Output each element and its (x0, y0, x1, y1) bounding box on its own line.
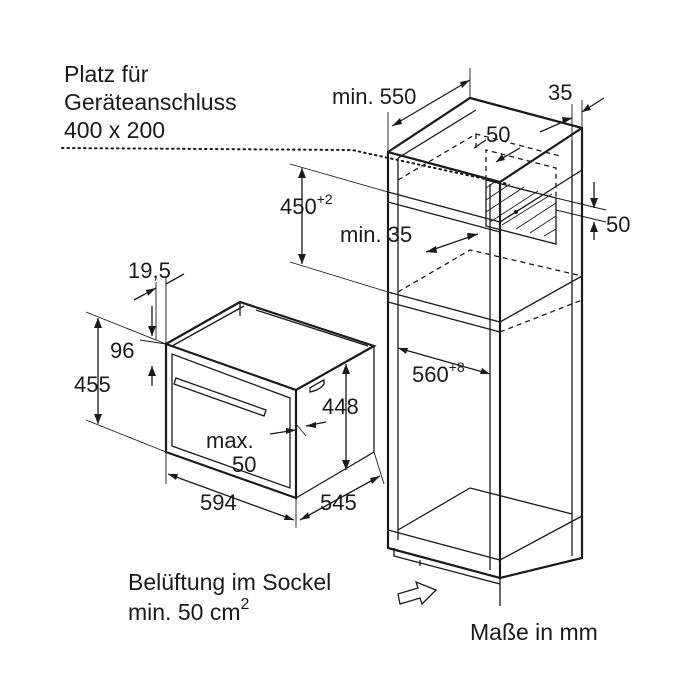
dim-panel-offset-2 (165, 273, 185, 285)
plinth (393, 548, 501, 585)
ventilation-arrow-icon (397, 580, 438, 606)
dim-ext (373, 451, 385, 485)
label-niche-height: 560+8 (412, 359, 465, 387)
dim-arrow (146, 288, 156, 296)
dim-ext (289, 261, 389, 293)
dim-niche-width-line (391, 79, 471, 127)
oven-top-rim (171, 305, 245, 347)
shelf-mid-lower (387, 301, 501, 333)
cabinet-outline (387, 96, 584, 580)
dim-arrow (460, 80, 470, 88)
oven-front-panel (164, 342, 298, 500)
label-opening-height: 450+2 (280, 191, 333, 219)
dim-arrow (582, 104, 591, 112)
ventilation-note-line2: min. 50 cm2 (128, 596, 249, 625)
label-front-height: 455 (74, 372, 111, 397)
dim-arrow (306, 422, 316, 428)
label-max: max. (206, 428, 254, 453)
dim-ext (555, 209, 607, 223)
label-duct-height: 50 (606, 212, 630, 237)
connection-hatch (485, 180, 557, 237)
label-niche-side: 35 (548, 80, 572, 105)
label-top-offset: 96 (110, 338, 134, 363)
ventilation-note-line1: Belüftung im Sockel (128, 569, 331, 595)
dim-arrow (94, 318, 102, 328)
label-front-width: 594 (200, 490, 237, 515)
dim-arrow (392, 118, 402, 126)
shelf-bottom-inner (397, 487, 471, 531)
dim-arrow (94, 414, 102, 424)
connection-dot (514, 210, 518, 214)
cabinet-inner-top (397, 109, 477, 159)
dim-arrow (148, 366, 156, 376)
dim-arrow (370, 476, 380, 484)
label-niche-width: min. 550 (332, 84, 416, 109)
top-hidden-edge (397, 133, 561, 181)
oven (164, 300, 377, 500)
oven-door-window (171, 353, 291, 489)
labels: Platz für Geräteanschluss 400 x 200 min.… (64, 61, 630, 645)
dim-arrow (562, 117, 572, 124)
label-body-height: 448 (322, 394, 359, 419)
label-panel-offset: 19,5 (128, 258, 171, 283)
label-body-depth: 545 (320, 490, 357, 515)
dim-front-width (167, 473, 295, 521)
connection-leader-line (61, 147, 509, 185)
shelf-bottom-back (469, 487, 573, 515)
connection-note-line3: 400 x 200 (64, 117, 165, 143)
dim-ext (85, 311, 167, 345)
dim-duct-depth (473, 139, 487, 149)
dim-arrow (496, 154, 505, 162)
label-duct-depth: 50 (486, 122, 510, 147)
dim-ext (85, 419, 167, 453)
dim-arrow (342, 364, 350, 374)
dim-arrow (148, 326, 156, 336)
dim-niche-height (397, 347, 491, 375)
dim-body-depth (299, 475, 381, 521)
dim-arrow (398, 348, 408, 354)
shelf-top (387, 169, 583, 223)
cabinet-top-edge (499, 127, 583, 183)
dim-arrow (590, 198, 598, 208)
oven-handle (173, 377, 267, 417)
dim-ext (555, 197, 607, 211)
shelf-mid (387, 275, 583, 323)
dim-arrow (284, 514, 294, 520)
connection-note-line1: Platz für (64, 61, 149, 87)
label-max-value: 50 (232, 452, 256, 477)
connection-box-hidden (485, 149, 557, 198)
oven-back-rim (255, 309, 369, 347)
dim-arrow (286, 428, 296, 434)
label-min-gap: min. 35 (340, 222, 412, 247)
shelf-top-lower (387, 201, 501, 233)
units-note: Maße in mm (470, 619, 598, 645)
dim-arrow (426, 246, 437, 253)
oven-top (165, 300, 377, 391)
dim-arrow (480, 368, 490, 374)
shelf-mid-hidden-2 (499, 299, 583, 333)
dim-arrow (298, 254, 306, 264)
dim-arrow (467, 233, 478, 240)
shelf-mid-hidden (397, 249, 583, 293)
dim-ext (289, 163, 389, 193)
cabinet (386, 96, 584, 606)
connection-box-front (485, 179, 557, 245)
dim-arrow (168, 474, 178, 480)
oven-knob (309, 378, 325, 393)
dim-arrow (298, 168, 306, 178)
dim-ext (295, 423, 307, 437)
connection-note-line2: Geräteanschluss (64, 89, 237, 115)
dim-ext (139, 339, 167, 345)
dim-arrow (300, 512, 310, 520)
shelf-bottom (387, 515, 583, 561)
dim-arrow (342, 460, 350, 470)
dimension-lines (85, 68, 607, 528)
dim-arrow (590, 222, 598, 232)
connection-box (485, 149, 557, 245)
